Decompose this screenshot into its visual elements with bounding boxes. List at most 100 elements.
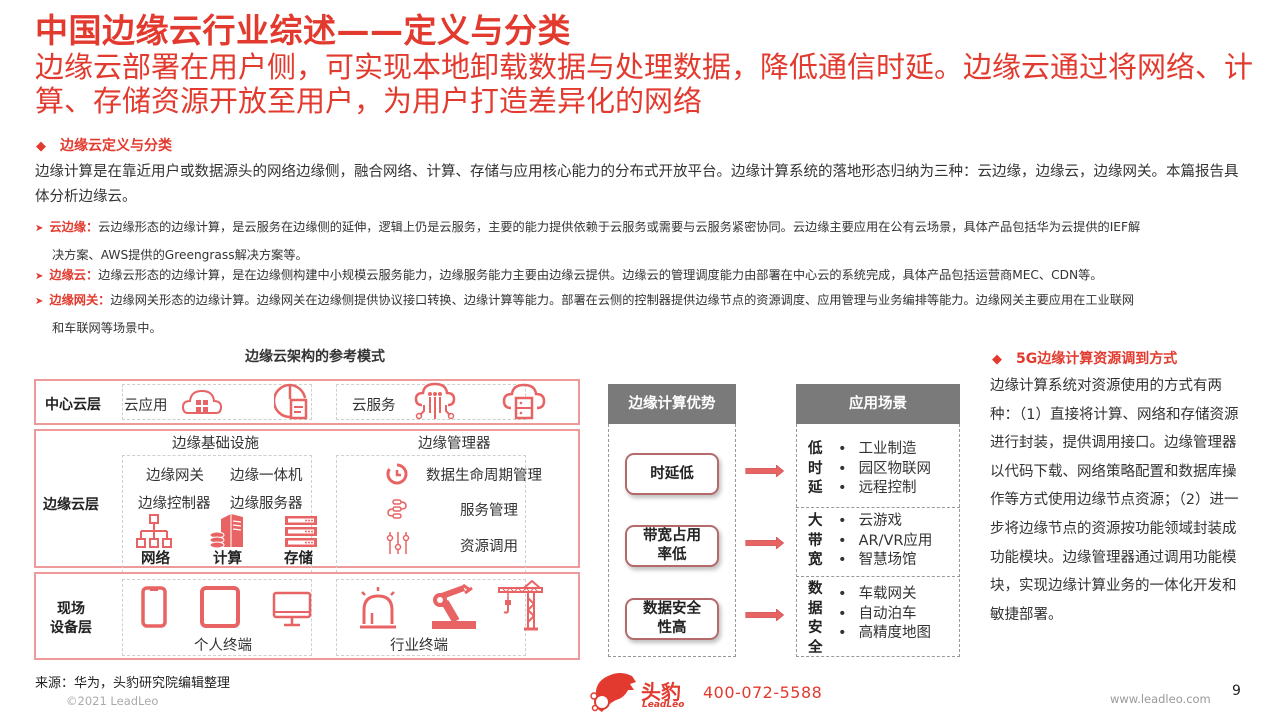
center-cloud-layer: 中心云层 云应用 云服务 — [34, 379, 580, 425]
website-link[interactable]: www.leadleo.com — [1110, 692, 1211, 706]
scenario-group-bandwidth: 大 带 宽 云游戏 AR/VR应用 智慧场馆 — [796, 512, 960, 574]
key-char: 全 — [808, 639, 823, 656]
arrow-bullet-icon: ➤ — [35, 271, 44, 282]
leadleo-logo-icon — [590, 673, 636, 712]
advantage-text-l1: 带宽占用 — [643, 528, 701, 544]
infra-item: 边缘一体机 — [230, 468, 303, 484]
key-char: 大 — [808, 513, 823, 529]
bullet-keyword: 边缘网关： — [49, 293, 111, 307]
advantage-text-l2: 性高 — [657, 620, 687, 636]
bullet-text: 边缘云形态的边缘计算，是在边缘侧构建中小规模云服务能力，边缘服务能力主要由边缘云… — [98, 268, 1103, 282]
manager-title: 边缘管理器 — [418, 436, 491, 452]
arrow-bullet-icon: ➤ — [35, 223, 44, 234]
storage-icon — [285, 516, 317, 547]
manager-item: 资源调用 — [460, 539, 518, 555]
document-pie-icon — [274, 383, 308, 420]
industry-terminal-label: 行业终端 — [390, 638, 448, 654]
scenario-item: 高精度地图 — [838, 624, 932, 644]
network-label: 网络 — [141, 551, 170, 567]
scenario-key: 大 带 宽 — [808, 512, 824, 571]
bullet-edge-cloud: ➤边缘云：边缘云形态的边缘计算，是在边缘侧构建中小规模云服务能力，边缘服务能力主… — [35, 262, 1250, 290]
scenario-item: 工业制造 — [838, 440, 931, 460]
key-char: 时 — [808, 460, 823, 477]
advantages-column — [608, 424, 736, 657]
bullet-text: 云边缘形态的边缘计算，是云服务在边缘侧的延伸，逻辑上仍是云服务，主要的能力提供依… — [98, 220, 1141, 234]
copyright: ©2021 LeadLeo — [66, 694, 159, 708]
manager-item: 服务管理 — [460, 503, 518, 519]
arrow-right-icon — [745, 537, 785, 549]
resource-heading-text: 5G边缘计算资源调到方式 — [1016, 351, 1178, 367]
advantage-text-l2: 率低 — [657, 547, 687, 563]
manager-group — [336, 455, 526, 573]
industry-terminal-group — [336, 579, 526, 656]
bullet-cloud-edge: ➤云边缘：云边缘形态的边缘计算，是云服务在边缘侧的延伸，逻辑上仍是云服务，主要的… — [35, 214, 1250, 268]
scenario-item: 云游戏 — [838, 512, 932, 532]
device-layer-label-l2: 设备层 — [50, 620, 92, 636]
bullet-text-cont: 和车联网等场景中。 — [52, 321, 162, 335]
scenario-group-low-latency: 低 时 延 工业制造 园区物联网 远程控制 — [796, 440, 960, 502]
definition-heading: ◆ 边缘云定义与分类 — [36, 135, 172, 155]
infra-item: 边缘网关 — [146, 468, 204, 484]
crane-icon — [498, 580, 543, 631]
compute-label: 计算 — [213, 551, 242, 567]
storage-label: 存储 — [284, 551, 313, 567]
scenario-item: 车载网关 — [838, 585, 931, 605]
key-char: 延 — [808, 480, 823, 496]
phone-number: 400-072-5588 — [703, 683, 823, 702]
robot-arm-icon — [432, 584, 476, 629]
key-char: 据 — [808, 600, 823, 617]
alarm-light-icon — [360, 587, 396, 629]
architecture-title: 边缘云架构的参考模式 — [245, 349, 385, 365]
scenario-list: 工业制造 园区物联网 远程控制 — [838, 440, 932, 499]
advantage-text-l1: 数据安全 — [643, 601, 701, 617]
scenario-divider — [796, 507, 960, 508]
scenario-key: 数 据 安 全 — [808, 580, 824, 658]
device-layer-label: 现场 设备层 — [38, 600, 104, 638]
scenario-item: 远程控制 — [838, 479, 931, 499]
key-char: 宽 — [808, 552, 823, 568]
page-subtitle: 边缘云部署在用户侧，可实现本地卸载数据与处理数据，降低通信时延。边缘云通过将网络… — [35, 50, 1254, 118]
scenario-divider — [796, 576, 960, 577]
bullet-edge-gateway: ➤边缘网关：边缘网关形态的边缘计算。边缘网关在边缘侧提供协议接口转换、边缘计算等… — [35, 287, 1250, 341]
clock-icon — [386, 463, 408, 485]
personal-terminal-group — [122, 579, 312, 656]
infra-item: 边缘服务器 — [230, 496, 303, 512]
scenario-item: 智慧场馆 — [838, 551, 932, 571]
diamond-icon: ◆ — [36, 139, 46, 154]
scenario-list: 车载网关 自动泊车 高精度地图 — [838, 585, 932, 644]
monitor-icon — [272, 591, 312, 627]
edge-layer-label: 边缘云层 — [43, 497, 99, 513]
device-layer-label-l1: 现场 — [57, 601, 85, 617]
scenarios-column — [796, 424, 960, 657]
cloud-circuit-icon — [414, 382, 456, 420]
network-icon — [136, 514, 172, 548]
scenario-item: 自动泊车 — [838, 605, 931, 625]
advantage-low-latency: 时延低 — [625, 453, 719, 495]
bullet-text-cont: 决方案、AWS提供的Greengrass解决方案等。 — [52, 248, 308, 262]
scenario-item: AR/VR应用 — [838, 532, 933, 552]
arrow-right-icon — [745, 465, 785, 477]
manager-item: 数据生命周期管理 — [426, 468, 542, 484]
advantages-header: 边缘计算优势 — [608, 384, 736, 424]
service-flow-icon — [387, 499, 407, 519]
device-layer: 现场 设备层 个人终端 行业终端 — [34, 572, 580, 660]
center-layer-label: 中心云层 — [45, 397, 101, 413]
edge-cloud-layer: 边缘云层 边缘基础设施 边缘管理器 边缘网关 边缘一体机 边缘控制器 边缘服务器… — [34, 429, 580, 573]
infra-title: 边缘基础设施 — [172, 436, 259, 452]
arrow-right-icon — [745, 609, 785, 621]
advantage-data-security: 数据安全性高 — [625, 598, 719, 640]
key-char: 带 — [808, 532, 823, 549]
infra-item: 边缘控制器 — [138, 496, 211, 512]
resource-heading: ◆5G边缘计算资源调到方式 — [992, 348, 1177, 368]
infra-group — [122, 455, 312, 573]
page-number: 9 — [1232, 683, 1241, 699]
brand-name-cn: 头豹 — [641, 680, 681, 704]
page-title: 中国边缘云行业综述——定义与分类 — [35, 11, 571, 50]
scenario-group-security: 数 据 安 全 车载网关 自动泊车 高精度地图 — [796, 580, 960, 658]
definition-intro: 边缘计算是在靠近用户或数据源头的网络边缘侧，融合网络、计算、存储与应用核心能力的… — [35, 164, 1239, 205]
source-note: 来源：华为，头豹研究院编辑整理 — [35, 676, 231, 691]
tablet-icon — [200, 586, 240, 628]
definition-heading-text: 边缘云定义与分类 — [60, 138, 172, 154]
key-char: 低 — [808, 441, 823, 457]
scenario-key: 低 时 延 — [808, 440, 824, 499]
